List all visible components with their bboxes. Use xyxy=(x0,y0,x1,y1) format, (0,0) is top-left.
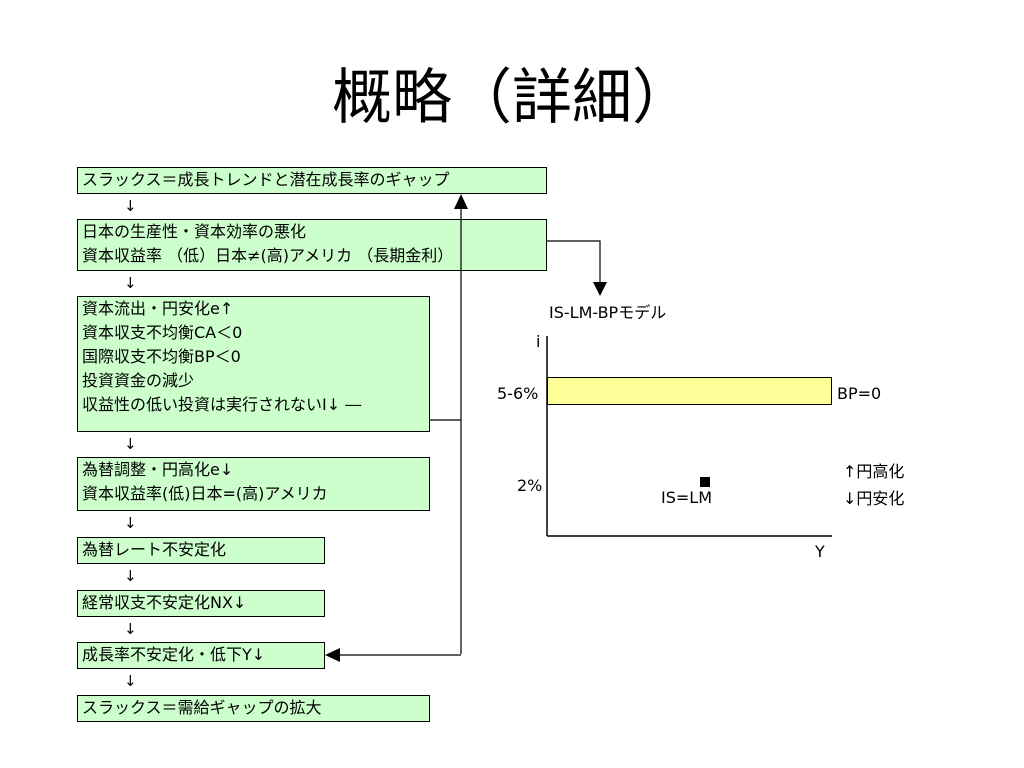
box-text: 収益性の低い投資は実行されないI↓ ― xyxy=(82,395,362,414)
current-account-box: 経常収支不安定化NX↓ xyxy=(77,590,325,617)
bp-label: BP=0 xyxy=(837,384,882,403)
x-axis-label: Y xyxy=(815,542,825,561)
demand-gap-box: スラックス＝需給ギャップの拡大 xyxy=(77,695,430,722)
exchange-adjustment-box: 為替調整・円高化e↓ 資本収益率(低)日本=(高)アメリカ xyxy=(77,457,430,511)
model-connector xyxy=(547,240,601,283)
y-axis-label: i xyxy=(536,332,541,351)
rate-label: 2% xyxy=(517,476,543,495)
equilibrium-label: IS=LM xyxy=(661,488,712,507)
box-text: 為替調整・円高化e↓ xyxy=(82,460,234,479)
box-text: 為替レート不安定化 xyxy=(82,540,227,559)
legend-down: ↓円安化 xyxy=(843,489,905,508)
interest-band xyxy=(547,377,832,405)
box-text: 経常収支不安定化NX↓ xyxy=(82,593,247,612)
page-title: 概略（詳細） xyxy=(332,63,692,133)
band-label: 5-6% xyxy=(497,384,539,403)
box-text: 資本収益率(低)日本=(高)アメリカ xyxy=(82,484,328,503)
down-arrow-icon: ↓ xyxy=(124,620,137,638)
model-title: IS-LM-BPモデル xyxy=(549,303,667,322)
slack-trend-box: スラックス＝成長トレンドと潜在成長率のギャップ xyxy=(77,167,547,194)
down-arrow-icon: ↓ xyxy=(124,672,137,690)
left-arrowhead-icon xyxy=(325,648,340,662)
box-text: スラックス＝成長トレンドと潜在成長率のギャップ xyxy=(82,170,450,189)
equilibrium-point xyxy=(700,477,710,487)
down-arrow-icon: ↓ xyxy=(124,435,137,453)
down-arrow-icon: ↓ xyxy=(124,274,137,292)
box-text: 資本収支不均衡CA＜0 xyxy=(82,323,243,342)
legend-up: ↑円高化 xyxy=(843,462,905,481)
down-arrowhead-icon xyxy=(593,282,607,296)
fx-instability-box: 為替レート不安定化 xyxy=(77,537,325,564)
up-arrowhead-icon xyxy=(454,194,468,209)
productivity-box: 日本の生産性・資本効率の悪化 資本収益率 （低）日本≠(高)アメリカ （長期金利… xyxy=(77,219,547,271)
box-text: 日本の生産性・資本効率の悪化 xyxy=(82,222,307,241)
box-text: 国際収支不均衡BP＜0 xyxy=(82,347,241,366)
box-text: 資本流出・円安化e↑ xyxy=(82,299,234,318)
down-arrow-icon: ↓ xyxy=(124,567,137,585)
down-arrow-icon: ↓ xyxy=(124,514,137,532)
box-text: スラックス＝需給ギャップの拡大 xyxy=(82,698,322,717)
capital-outflow-box: 資本流出・円安化e↑ 資本収支不均衡CA＜0 国際収支不均衡BP＜0 投資資金の… xyxy=(77,296,430,432)
box-text: 資本収益率 （低）日本≠(高)アメリカ （長期金利） xyxy=(82,246,454,265)
down-arrow-icon: ↓ xyxy=(124,197,137,215)
box-text: 投資資金の減少 xyxy=(82,371,195,390)
box-text: 成長率不安定化・低下Y↓ xyxy=(82,645,266,664)
growth-rate-box: 成長率不安定化・低下Y↓ xyxy=(77,642,325,669)
